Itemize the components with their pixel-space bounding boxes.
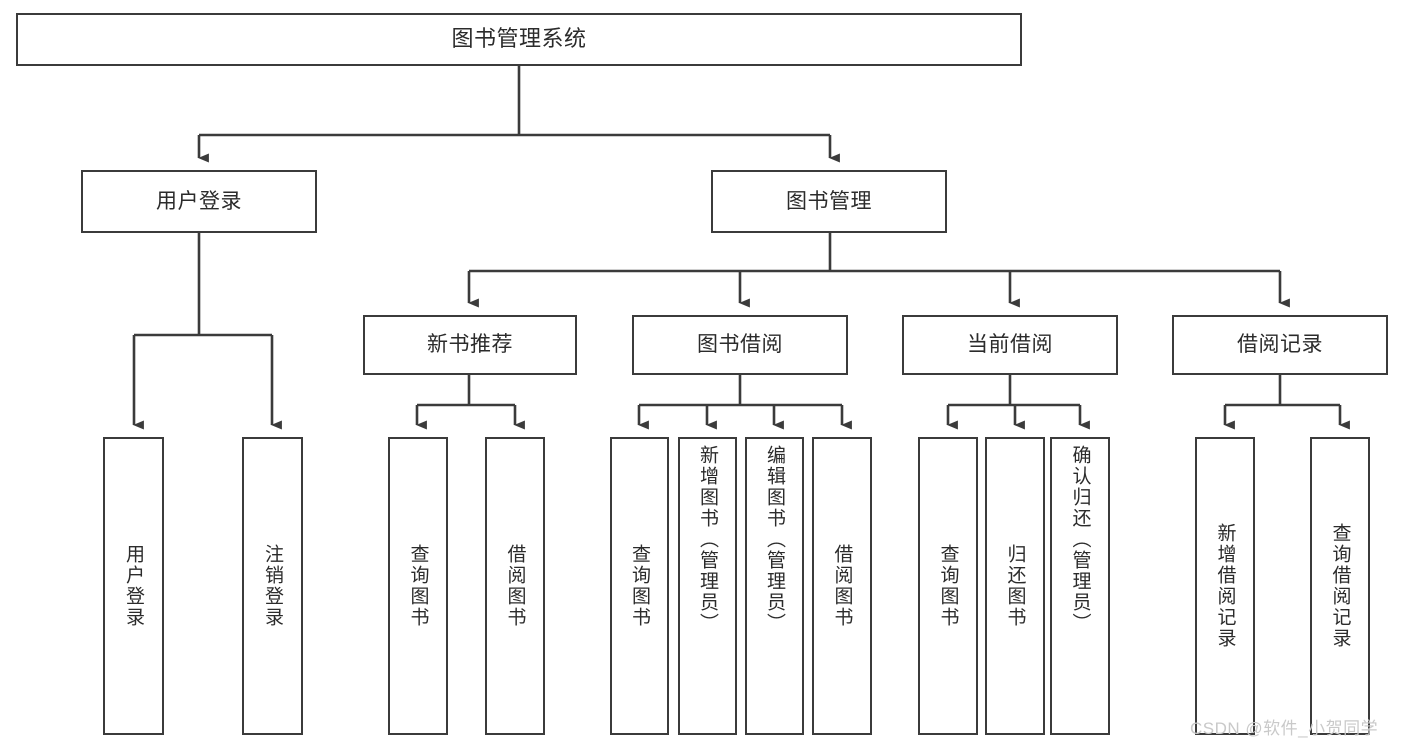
node-book-borrow-label: 图书借阅	[697, 333, 783, 357]
leaf-add-borrow-record-label: 新增借阅记录	[1214, 523, 1236, 649]
leaf-add-book-admin[interactable]: 新增图书（管理员）	[678, 437, 737, 735]
leaf-borrow-book-label: 借阅图书	[831, 544, 853, 628]
leaf-add-borrow-record[interactable]: 新增借阅记录	[1195, 437, 1255, 735]
csdn-watermark: CSDN @软件_小贺同学	[1190, 719, 1379, 738]
node-user-login-label: 用户登录	[156, 189, 242, 213]
leaf-return-book-label: 归还图书	[1004, 544, 1026, 628]
leaf-user-login-label: 用户登录	[123, 544, 144, 628]
leaf-query-borrow-record[interactable]: 查询借阅记录	[1310, 437, 1370, 735]
node-book-manage-label: 图书管理	[786, 189, 872, 213]
leaf-confirm-return-admin-label: 确认归还（管理员）	[1069, 445, 1091, 634]
leaf-query-book-borrow-label: 查询图书	[629, 544, 650, 628]
leaf-edit-book-admin-label: 编辑图书（管理员）	[764, 445, 785, 634]
leaf-query-borrow-record-label: 查询借阅记录	[1329, 523, 1351, 649]
leaf-edit-book-admin[interactable]: 编辑图书（管理员）	[745, 437, 804, 735]
leaf-query-book-cur-label: 查询图书	[937, 544, 959, 628]
node-book-borrow[interactable]: 图书借阅	[632, 315, 848, 375]
node-new-book-rec-label: 新书推荐	[427, 333, 513, 357]
leaf-borrow-book-rec-label: 借阅图书	[504, 544, 526, 628]
node-new-book-rec[interactable]: 新书推荐	[363, 315, 577, 375]
node-borrow-record-label: 借阅记录	[1237, 333, 1323, 357]
node-root[interactable]: 图书管理系统	[16, 13, 1022, 66]
leaf-confirm-return-admin[interactable]: 确认归还（管理员）	[1050, 437, 1110, 735]
leaf-query-book-rec-label: 查询图书	[407, 544, 429, 628]
leaf-add-book-admin-label: 新增图书（管理员）	[697, 445, 718, 634]
leaf-return-book[interactable]: 归还图书	[985, 437, 1045, 735]
node-current-borrow[interactable]: 当前借阅	[902, 315, 1118, 375]
node-current-borrow-label: 当前借阅	[967, 333, 1053, 357]
node-borrow-record[interactable]: 借阅记录	[1172, 315, 1388, 375]
leaf-query-book-rec[interactable]: 查询图书	[388, 437, 448, 735]
node-user-login[interactable]: 用户登录	[81, 170, 317, 233]
leaf-user-logout[interactable]: 注销登录	[242, 437, 303, 735]
node-book-manage[interactable]: 图书管理	[711, 170, 947, 233]
leaf-query-book-borrow[interactable]: 查询图书	[610, 437, 669, 735]
node-root-label: 图书管理系统	[451, 26, 587, 52]
leaf-query-book-cur[interactable]: 查询图书	[918, 437, 978, 735]
leaf-borrow-book[interactable]: 借阅图书	[812, 437, 872, 735]
leaf-user-logout-label: 注销登录	[262, 544, 283, 628]
leaf-borrow-book-rec[interactable]: 借阅图书	[485, 437, 545, 735]
leaf-user-login[interactable]: 用户登录	[103, 437, 164, 735]
